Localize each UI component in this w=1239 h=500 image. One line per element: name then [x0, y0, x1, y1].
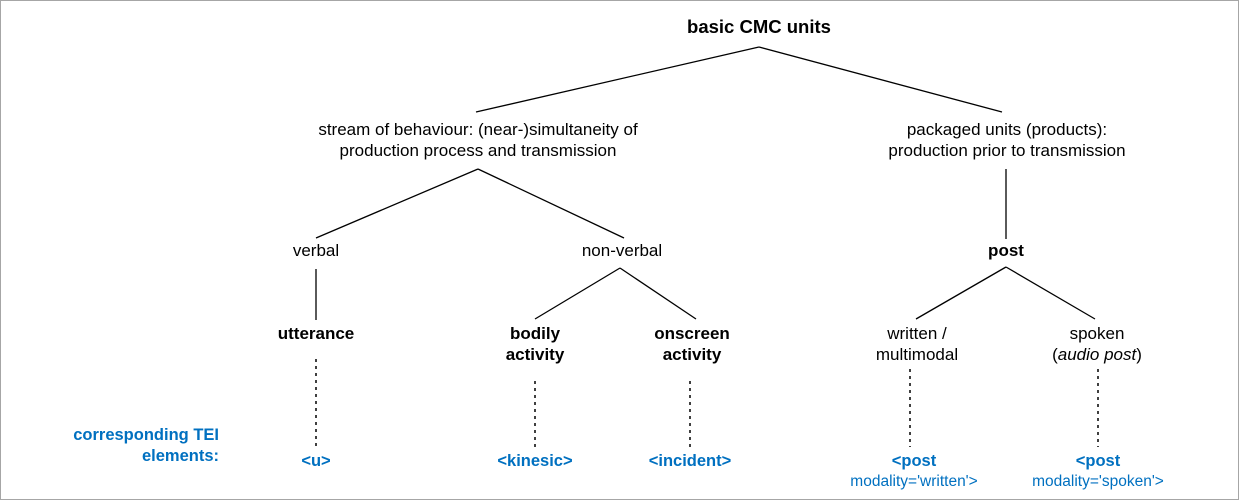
node-spoken-line-2: (audio post)	[1052, 344, 1142, 365]
tei-caption-line-2: elements:	[141, 447, 219, 466]
node-basic-cmc-units-label: basic CMC units	[687, 16, 831, 37]
node-written-multimodal: written / multimodal	[876, 323, 958, 366]
node-verbal-label: verbal	[292, 241, 340, 260]
node-spoken-audio-post-italic: audio post	[1057, 345, 1137, 365]
node-written-line-1: written /	[887, 324, 947, 343]
node-non-verbal-label: non-verbal	[581, 241, 663, 260]
node-onscreen-activity: onscreen activity	[654, 323, 730, 366]
node-utterance: utterance	[278, 323, 355, 344]
node-post: post	[988, 240, 1024, 261]
tei-caption: corresponding TEI elements:	[19, 425, 219, 468]
edge-post-to-written	[915, 266, 1007, 320]
tei-element-post-written: <post modality='written'>	[850, 451, 977, 493]
edge-nonverbal-to-bodily	[534, 267, 621, 320]
tei-element-kinesic-label: <kinesic>	[497, 452, 573, 470]
tei-caption-line-1: corresponding TEI	[73, 426, 219, 444]
edge-root-to-packaged	[758, 46, 1003, 113]
node-packaged-line-1: packaged units (products):	[906, 120, 1108, 139]
node-packaged-units: packaged units (products): production pr…	[888, 119, 1125, 162]
edge-post-to-spoken	[1005, 266, 1096, 320]
tei-element-kinesic: <kinesic>	[497, 451, 572, 472]
tei-element-post-spoken-line-2: modality='spoken'>	[1032, 473, 1164, 491]
tei-element-post-written-line-2: modality='written'>	[850, 473, 978, 491]
tei-element-post-spoken: <post modality='spoken'>	[1032, 451, 1164, 493]
tei-element-u-label: <u>	[301, 452, 331, 470]
tei-element-post-spoken-line-1: <post	[1075, 452, 1121, 470]
node-verbal: verbal	[293, 240, 339, 261]
node-post-label: post	[988, 241, 1024, 260]
tei-element-incident-label: <incident>	[648, 452, 732, 470]
edge-nonverbal-to-onscreen	[619, 267, 697, 320]
node-stream-line-1: stream of behaviour: (near-)simultaneity…	[318, 120, 638, 139]
node-onscreen-line-2: activity	[662, 345, 722, 365]
node-spoken-line-1: spoken	[1069, 324, 1125, 343]
tei-element-u: <u>	[301, 451, 330, 472]
node-bodily-line-1: bodily	[509, 324, 561, 343]
node-stream-line-2: production process and transmission	[339, 141, 617, 161]
node-spoken-audio-post: spoken (audio post)	[1052, 323, 1142, 366]
node-spoken-paren-close: )	[1136, 345, 1142, 365]
node-onscreen-line-1: onscreen	[654, 324, 730, 343]
node-packaged-line-2: production prior to transmission	[888, 141, 1126, 161]
edge-stream-to-nonverbal	[477, 168, 625, 239]
edge-root-to-stream	[475, 46, 760, 113]
tei-element-post-written-line-1: <post	[891, 452, 937, 470]
node-stream-of-behaviour: stream of behaviour: (near-)simultaneity…	[318, 119, 637, 162]
node-bodily-line-2: activity	[505, 345, 565, 365]
node-spoken-paren-open: (	[1052, 345, 1058, 365]
node-utterance-label: utterance	[277, 324, 355, 343]
node-written-line-2: multimodal	[875, 345, 959, 365]
node-non-verbal: non-verbal	[582, 240, 662, 261]
node-bodily-activity: bodily activity	[506, 323, 565, 366]
node-basic-cmc-units: basic CMC units	[687, 15, 831, 38]
edge-stream-to-verbal	[315, 168, 479, 239]
tei-element-incident: <incident>	[649, 451, 732, 472]
